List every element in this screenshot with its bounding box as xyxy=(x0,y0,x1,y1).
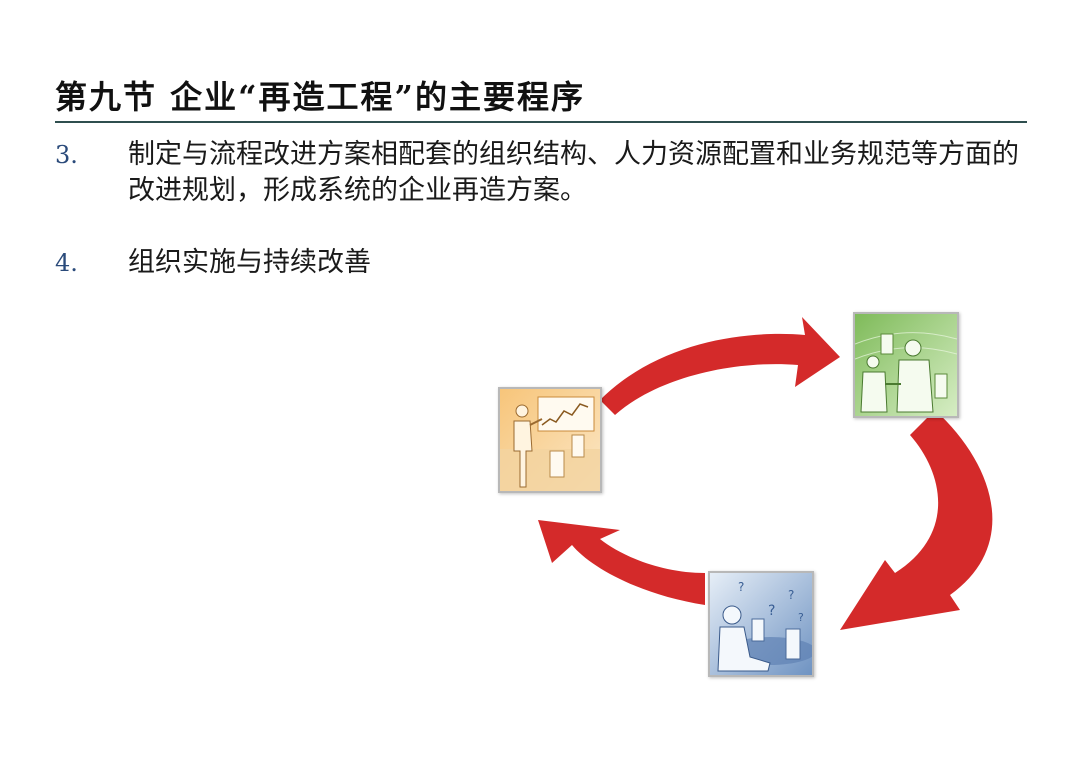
stage-picture-plan xyxy=(498,387,602,493)
cycle-diagram: ? ? ? ? xyxy=(490,305,1030,705)
svg-text:?: ? xyxy=(788,588,794,602)
list-item-text: 制定与流程改进方案相配套的组织结构、人力资源配置和业务规范等方面的改进规划，形成… xyxy=(128,139,1019,206)
svg-text:?: ? xyxy=(798,611,804,624)
people-meeting-icon xyxy=(855,314,957,416)
cycle-arrow-left xyxy=(538,520,705,605)
list-item: 4. 组织实施与持续改善 xyxy=(55,245,1035,285)
stage-picture-analyze: ? ? ? ? xyxy=(708,571,814,677)
question-thinking-icon: ? ? ? ? xyxy=(710,573,812,675)
title-divider xyxy=(55,121,1027,123)
presenter-chart-icon xyxy=(500,389,600,491)
list-item-number: 4. xyxy=(55,249,78,277)
cycle-arrow-top xyxy=(600,317,840,415)
stage-picture-communicate xyxy=(853,312,959,418)
cycle-arrows xyxy=(538,317,993,630)
page-title: 第九节 企业“再造工程”的主要程序 xyxy=(55,78,585,116)
cycle-arrow-right xyxy=(840,410,993,630)
svg-text:?: ? xyxy=(768,603,775,619)
svg-text:?: ? xyxy=(738,580,744,594)
list-item: 3. 制定与流程改进方案相配套的组织结构、人力资源配置和业务规范等方面的改进规划… xyxy=(55,137,1035,217)
list-item-text: 组织实施与持续改善 xyxy=(128,247,371,278)
list-item-number: 3. xyxy=(55,141,78,169)
